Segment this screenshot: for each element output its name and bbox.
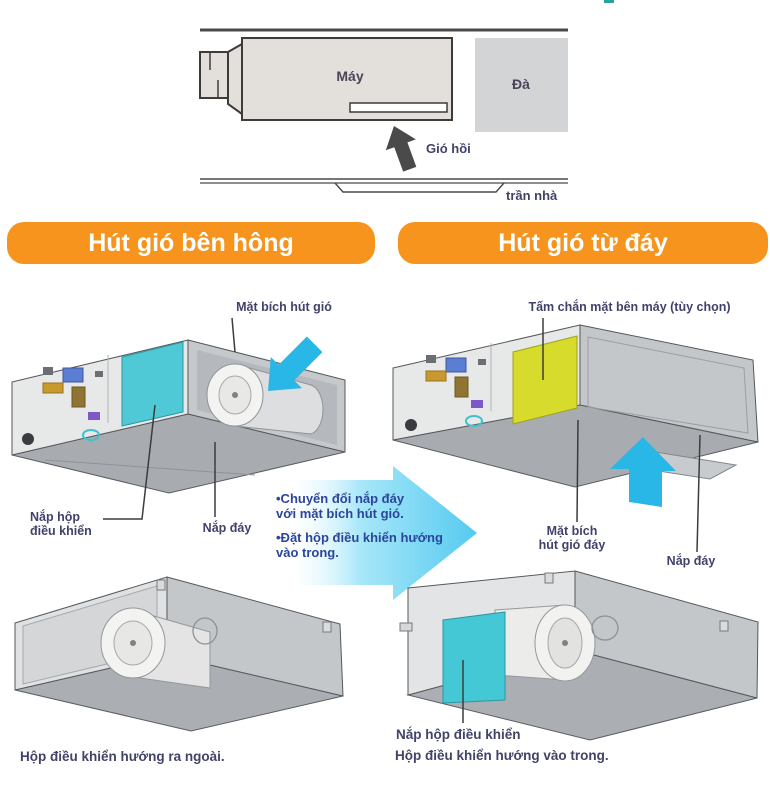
control-box-cover-panel	[121, 341, 184, 427]
bottom-cover-label-a: Nắp đáy	[202, 521, 252, 535]
conversion-note-item-2: •Đặt hộp điều khiển hướng vào trong.	[276, 530, 443, 560]
control-box-inward-unit-drawing	[399, 570, 759, 741]
conversion-arrow	[297, 466, 477, 600]
banner-side-intake: Hút gió bên hông	[7, 222, 375, 264]
banner-side-intake-label: Hút gió bên hông	[88, 228, 294, 257]
ceiling-installation-diagram	[199, 28, 568, 193]
inward-caption: Hộp điều khiển hướng vào trong.	[395, 748, 609, 763]
cropped-artifact	[604, 0, 614, 3]
banner-bottom-intake: Hút gió từ đáy	[398, 222, 768, 264]
conversion-note: •Chuyển đổi nắp đáy với mặt bích hút gió…	[276, 491, 481, 570]
side-blanking-plate	[512, 335, 578, 425]
control-cover-label-a: Nắp hộp điều khiển	[30, 510, 92, 538]
bottom-flange-label: Mặt bích hút gió đáy	[538, 524, 606, 552]
machine-label: Máy	[336, 68, 364, 84]
intake-flange-label: Mặt bích hút gió	[236, 300, 332, 314]
beam-block	[475, 38, 568, 132]
conversion-note-item-1: •Chuyển đổi nắp đáy với mặt bích hút gió…	[276, 491, 405, 521]
control-box-cover-panel	[442, 611, 506, 704]
bottom-cover-label-b: Nắp đáy	[666, 554, 716, 568]
outward-caption: Hộp điều khiển hướng ra ngoài.	[20, 749, 225, 764]
side-intake-unit-drawing	[11, 317, 346, 520]
control-box-outward-unit-drawing	[14, 576, 344, 732]
control-cover-label-d: Nắp hộp điều khiển	[396, 727, 521, 742]
side-plate-label: Tấm chắn mặt bên máy (tùy chọn)	[528, 300, 731, 314]
side-intake-air-arrow	[268, 336, 323, 391]
beam-label: Đà	[512, 76, 530, 92]
ceiling-label: trần nhà	[506, 188, 558, 203]
bottom-intake-unit-drawing	[392, 318, 759, 553]
return-air-arrow	[385, 126, 417, 172]
bottom-intake-air-arrow	[610, 437, 676, 507]
banner-bottom-intake-label: Hút gió từ đáy	[498, 228, 668, 257]
return-air-label: Gió hồi	[426, 141, 471, 156]
